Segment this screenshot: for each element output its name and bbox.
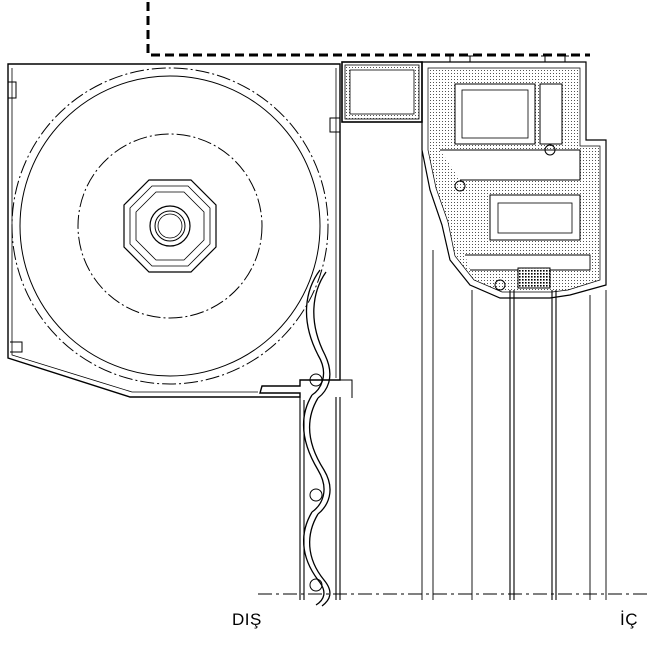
glazing-unit: [509, 267, 557, 600]
box-cover-profile: [341, 61, 423, 123]
shutter-box-housing: [7, 63, 353, 398]
shutter-roll: [11, 67, 329, 385]
wall-boundary-dashed-line: [146, 2, 590, 57]
wall-reveal-lines: [421, 150, 607, 600]
window-frame-profile: [421, 55, 607, 299]
octagonal-shaft: [123, 179, 217, 273]
outside-label: DIŞ: [232, 610, 262, 629]
inside-label: İÇ: [620, 610, 638, 629]
guide-rail: [299, 397, 341, 600]
shutter-slats: [302, 269, 331, 607]
